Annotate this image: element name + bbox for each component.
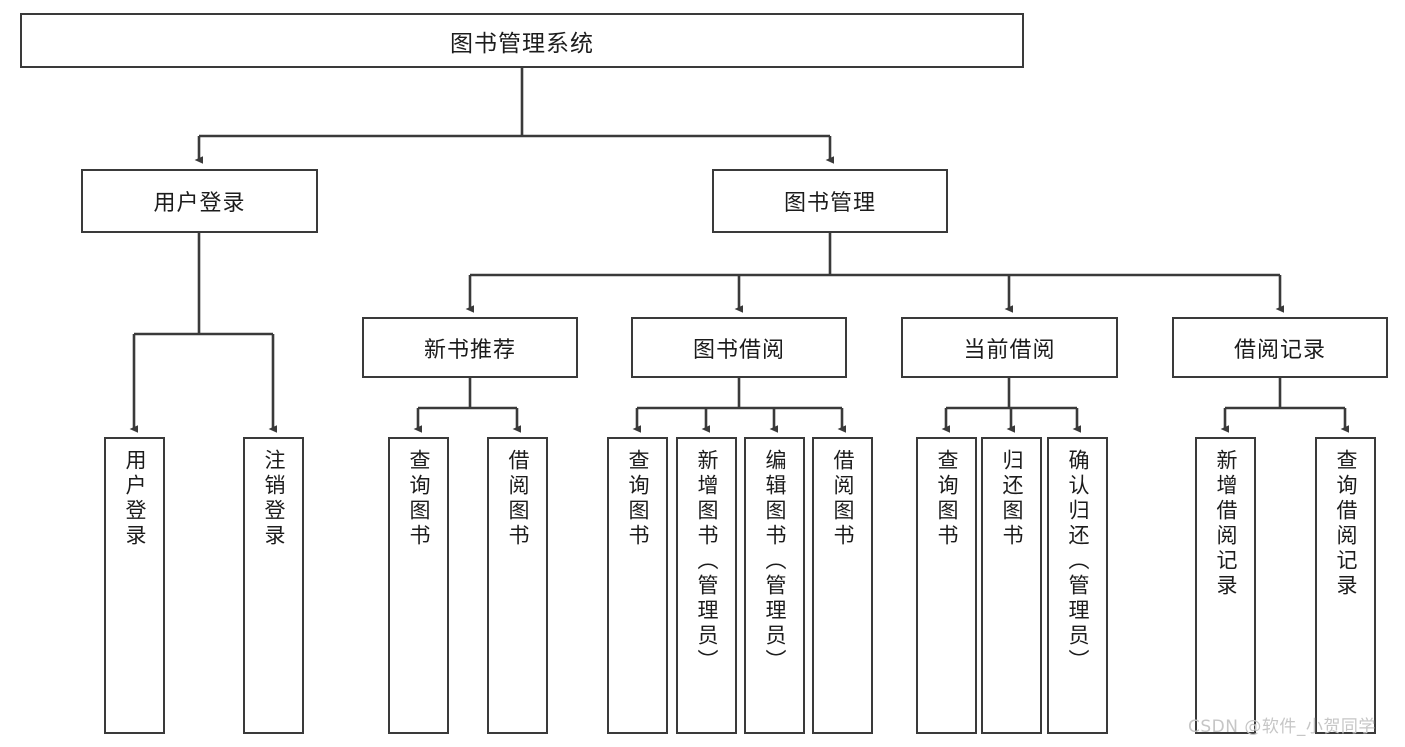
node-label: 编辑图书（管理员） — [763, 449, 787, 674]
node-label: 图书管理系统 — [450, 30, 594, 57]
leaf-query-book-current[interactable]: 查询图书 — [916, 437, 977, 734]
leaf-query-book-borrow[interactable]: 查询图书 — [607, 437, 668, 734]
node-label: 图书借阅 — [692, 337, 785, 363]
leaf-borrow-book-recommend[interactable]: 借阅图书 — [487, 437, 548, 734]
node-label: 确认归还（管理员） — [1066, 449, 1090, 674]
node-root-system[interactable]: 图书管理系统 — [20, 13, 1024, 68]
leaf-user-login[interactable]: 用户登录 — [104, 437, 165, 734]
node-label: 归还图书 — [1000, 449, 1024, 549]
leaf-query-borrow-record[interactable]: 查询借阅记录 — [1315, 437, 1376, 734]
leaf-confirm-return-admin[interactable]: 确认归还（管理员） — [1047, 437, 1108, 734]
node-user-login[interactable]: 用户登录 — [81, 169, 318, 233]
node-label: 注销登录 — [262, 449, 286, 549]
node-book-management[interactable]: 图书管理 — [712, 169, 948, 233]
node-book-borrow[interactable]: 图书借阅 — [631, 317, 847, 378]
node-label: 查询图书 — [626, 449, 650, 549]
node-label: 借阅记录 — [1233, 337, 1326, 363]
node-borrow-record[interactable]: 借阅记录 — [1172, 317, 1388, 378]
leaf-edit-book-admin[interactable]: 编辑图书（管理员） — [744, 437, 805, 734]
node-label: 新增借阅记录 — [1214, 449, 1238, 599]
node-new-book-recommend[interactable]: 新书推荐 — [362, 317, 578, 378]
leaf-logout[interactable]: 注销登录 — [243, 437, 304, 734]
node-label: 查询借阅记录 — [1334, 449, 1358, 599]
node-label: 借阅图书 — [506, 449, 530, 549]
leaf-borrow-book[interactable]: 借阅图书 — [812, 437, 873, 734]
node-label: 用户登录 — [123, 449, 147, 549]
watermark: CSDN @软件_小贺同学 — [1188, 717, 1376, 737]
node-label: 借阅图书 — [831, 449, 855, 549]
leaf-return-book[interactable]: 归还图书 — [981, 437, 1042, 734]
node-label: 新书推荐 — [423, 337, 516, 363]
node-label: 新增图书（管理员） — [695, 449, 719, 674]
node-label: 查询图书 — [407, 449, 431, 549]
node-label: 查询图书 — [935, 449, 959, 549]
leaf-query-book-recommend[interactable]: 查询图书 — [388, 437, 449, 734]
node-label: 用户登录 — [153, 191, 246, 216]
node-label: 当前借阅 — [963, 337, 1056, 363]
leaf-add-borrow-record[interactable]: 新增借阅记录 — [1195, 437, 1256, 734]
node-label: 图书管理 — [783, 191, 876, 216]
leaf-add-book-admin[interactable]: 新增图书（管理员） — [676, 437, 737, 734]
node-current-borrow[interactable]: 当前借阅 — [901, 317, 1118, 378]
